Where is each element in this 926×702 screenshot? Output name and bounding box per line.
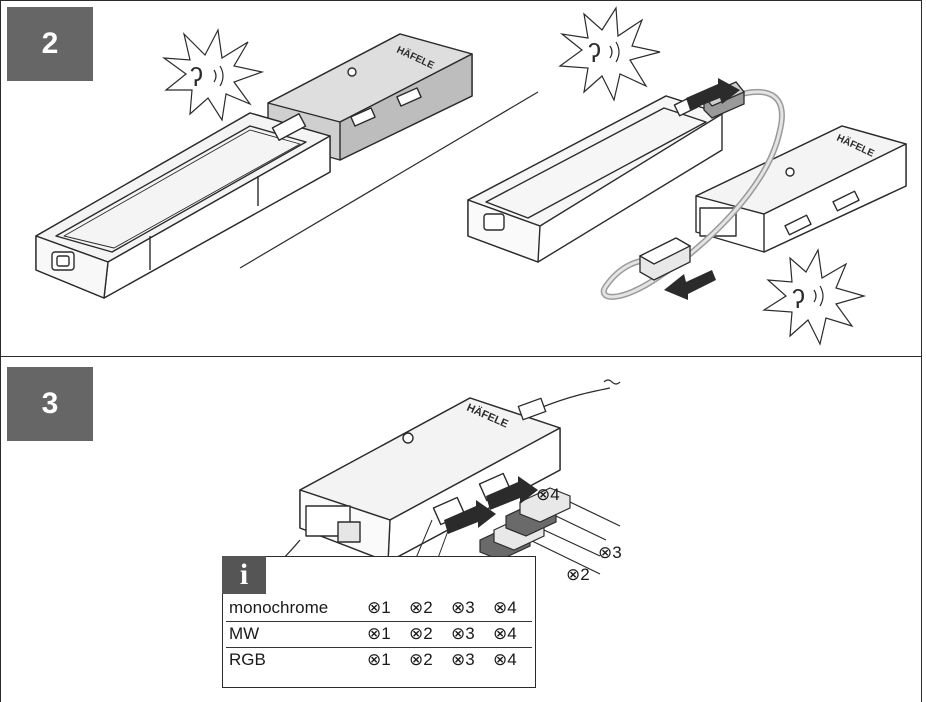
channel-label-3: ⊗3 <box>598 543 622 562</box>
channel-cell: ⊗4 <box>490 596 532 622</box>
insert-arrow <box>444 500 496 534</box>
channel-cell: ⊗1 <box>364 621 406 648</box>
channel-cell: ⊗1 <box>364 596 406 622</box>
channel-assignment-table: monochrome ⊗1 ⊗2 ⊗3 ⊗4 MW ⊗1 ⊗2 ⊗3 ⊗4 RG… <box>226 596 532 673</box>
channel-cell: ⊗3 <box>448 596 490 622</box>
click-sound-burst: ʔ <box>161 28 265 122</box>
driver-unit-left <box>35 33 473 299</box>
channel-cell: ⊗3 <box>448 621 490 648</box>
connector-plug-channel-4 <box>519 487 621 527</box>
channel-cell: ⊗1 <box>367 650 391 669</box>
driver-unit-right <box>467 95 723 263</box>
channel-cell: ⊗2 <box>406 596 448 622</box>
cable-plug-bottom <box>638 237 692 281</box>
table-row: monochrome ⊗1 ⊗2 ⊗3 ⊗4 <box>226 596 532 622</box>
system-name: RGB <box>229 650 266 669</box>
step-number-badge: 3 <box>7 367 93 441</box>
insert-arrow <box>664 270 716 300</box>
channel-label-2: ⊗2 <box>566 565 590 584</box>
info-icon: i <box>222 556 266 594</box>
click-sound-burst: ʔ <box>558 6 661 102</box>
channel-label-4: ⊗4 <box>536 485 560 504</box>
channel-cell: ⊗3 <box>451 650 475 669</box>
channel-cell: ⊗2 <box>406 621 448 648</box>
channel-cell: ⊗4 <box>490 621 532 648</box>
svg-text:ʔ: ʔ <box>190 62 203 92</box>
step-number-badge: 2 <box>7 7 93 81</box>
insert-arrow <box>686 78 740 110</box>
svg-text:ʔ: ʔ <box>792 284 805 314</box>
table-row: MW ⊗1 ⊗2 ⊗3 ⊗4 <box>226 621 532 648</box>
system-name: MW <box>226 621 364 648</box>
channel-cell: ⊗4 <box>493 650 517 669</box>
table-row: RGB ⊗1 ⊗2 ⊗3 ⊗4 <box>226 648 532 674</box>
svg-text:ʔ: ʔ <box>588 38 601 68</box>
divider-line <box>239 91 539 269</box>
distribution-box-right <box>695 125 907 253</box>
system-name: monochrome <box>226 596 364 622</box>
insert-arrow <box>486 476 538 510</box>
distribution-box-step3 <box>299 397 561 563</box>
channel-cell: ⊗2 <box>409 650 433 669</box>
click-sound-burst: ʔ <box>762 248 867 346</box>
